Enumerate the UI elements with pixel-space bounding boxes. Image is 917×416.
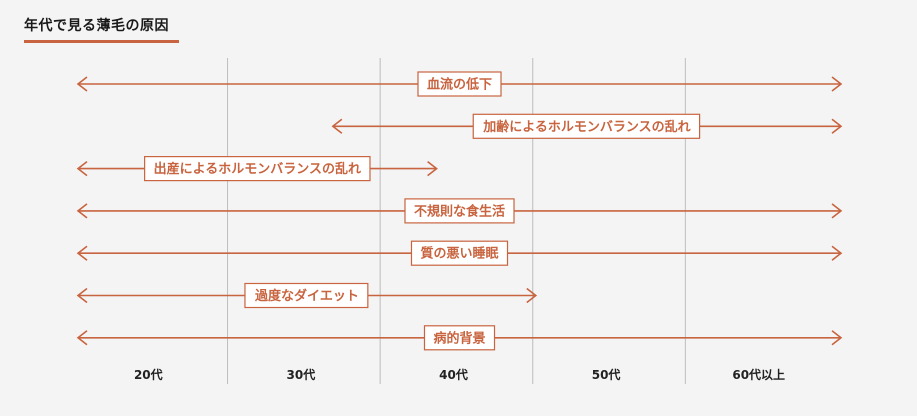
cause-label-box (404, 198, 515, 224)
cause-label-box (417, 71, 502, 97)
cause-label-box (144, 156, 371, 182)
cause-label: 病的背景 (433, 330, 485, 346)
cause-label-box (423, 325, 496, 351)
arrowhead-right (831, 203, 843, 219)
cause-arrow: 病的背景 (76, 325, 843, 351)
arrowhead-right (831, 118, 843, 134)
age-group-label: 60代以上 (732, 367, 785, 382)
arrowhead-right (526, 287, 538, 304)
cause-label-box (244, 282, 369, 309)
cause-arrow: 血流の低下 (76, 71, 843, 97)
cause-label: 血流の低下 (427, 77, 492, 93)
cause-label: 出産によるホルモンバランスの乱れ (154, 161, 361, 177)
arrowhead-left (76, 76, 88, 92)
cause-arrow: 加齢によるホルモンバランスの乱れ (331, 113, 843, 139)
cause-arrow: 不規則な食生活 (76, 198, 843, 224)
title-underline (24, 40, 179, 43)
arrowhead-right (831, 76, 843, 92)
arrowhead-left (76, 287, 88, 304)
page-title: 年代で見る薄毛の原因 (24, 18, 169, 34)
arrowhead-right (427, 160, 438, 177)
cause-arrow: 出産によるホルモンバランスの乱れ (76, 156, 438, 182)
age-group-label: 50代 (592, 367, 621, 382)
age-group-label: 30代 (287, 367, 316, 382)
arrowhead-right (831, 245, 843, 261)
cause-arrow: 質の悪い睡眠 (76, 240, 843, 266)
age-group-label: 40代 (439, 367, 468, 382)
cause-label: 質の悪い睡眠 (420, 246, 498, 262)
arrowhead-left (331, 118, 343, 134)
age-group-label: 20代 (134, 367, 163, 382)
cause-label: 加齢によるホルモンバランスの乱れ (482, 119, 690, 135)
cause-arrow: 過度なダイエット (76, 282, 538, 309)
arrowhead-left (76, 160, 88, 177)
cause-label: 不規則な食生活 (414, 203, 505, 219)
cause-label-box (472, 113, 701, 139)
cause-label: 過度なダイエット (254, 288, 359, 304)
arrowhead-right (831, 330, 843, 346)
cause-label-box (410, 240, 509, 266)
arrowhead-left (76, 203, 88, 219)
arrowhead-left (76, 330, 88, 346)
arrowhead-left (76, 245, 88, 261)
